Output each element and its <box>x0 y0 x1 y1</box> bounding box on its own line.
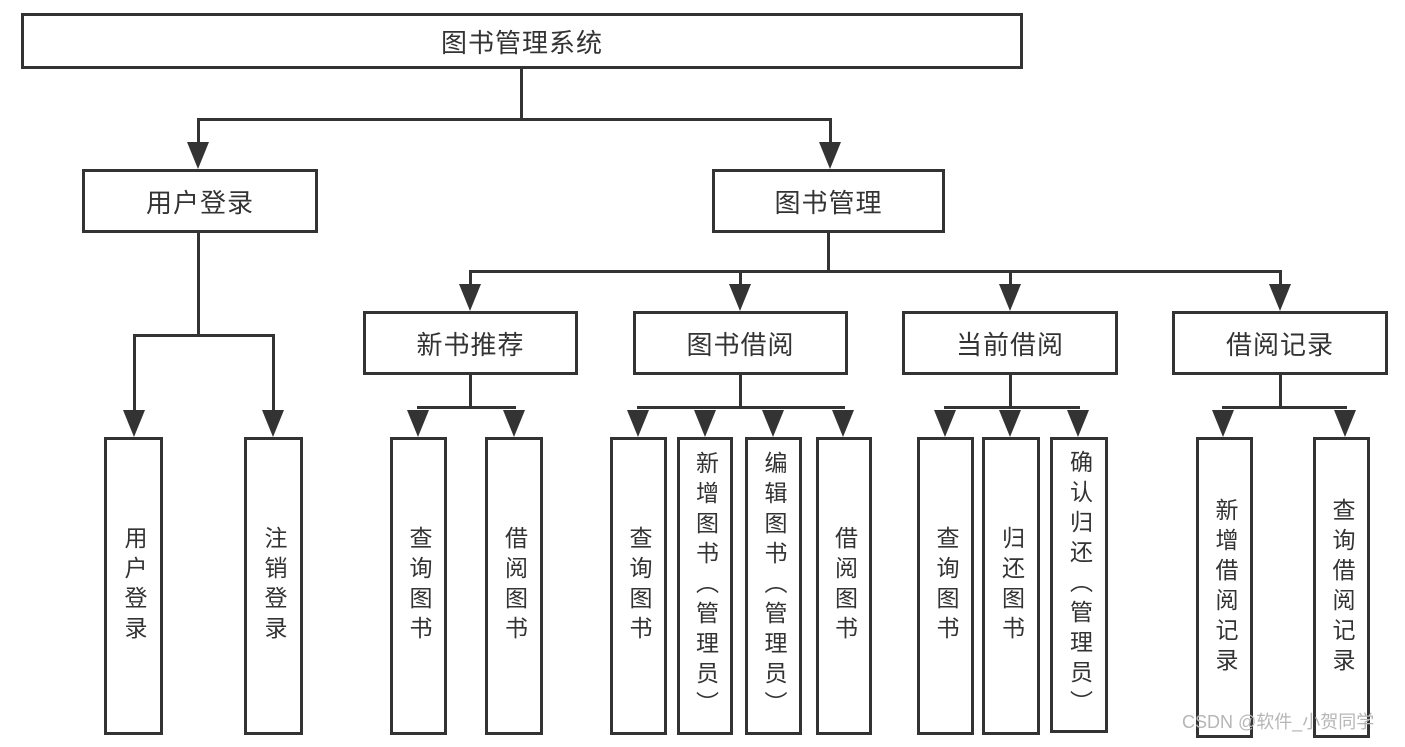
node-bb-borrow-books-label: 借阅图书 <box>831 526 858 646</box>
node-bb-edit-books-label: 编辑图书（管理员） <box>761 451 787 721</box>
node-nbr-query-books: 查询图书 <box>390 437 447 735</box>
connector-stem-login <box>133 334 136 412</box>
node-login-label: 用户登录 <box>121 526 147 646</box>
node-book-borrowing-label: 图书借阅 <box>686 329 795 360</box>
connector-root-branch <box>197 118 831 121</box>
node-book-borrowing: 图书借阅 <box>633 311 848 375</box>
arrowhead-bb-edit <box>762 410 784 437</box>
node-bb-edit-books: 编辑图书（管理员） <box>745 437 802 735</box>
arrowhead-new-book-recommend <box>459 284 481 311</box>
node-borrowing-records: 借阅记录 <box>1172 311 1388 375</box>
node-new-book-recommend: 新书推荐 <box>363 311 578 375</box>
csdn-watermark: CSDN @软件_小贺同学 <box>1182 712 1375 732</box>
node-nbr-borrow-books: 借阅图书 <box>485 437 543 735</box>
node-br-query-record-label: 查询借阅记录 <box>1329 497 1355 678</box>
connector-cb-branch <box>944 406 1080 409</box>
arrowhead-nbr-borrow <box>503 410 525 437</box>
connector-bb-branch <box>637 406 845 409</box>
arrowhead-bb-add <box>694 410 716 437</box>
connector-stem-user-login <box>197 118 200 146</box>
node-cb-return-books-label: 归还图书 <box>998 526 1025 646</box>
connector-user-login-trunk <box>197 233 200 337</box>
connector-stem-current-borrowing <box>1009 270 1012 288</box>
node-book-management: 图书管理 <box>712 169 945 233</box>
connector-bb-trunk <box>739 375 742 409</box>
arrowhead-logout <box>262 410 284 437</box>
connector-br-trunk <box>1279 375 1282 409</box>
node-book-management-label: 图书管理 <box>774 187 883 218</box>
arrowhead-bb-query <box>627 410 649 437</box>
connector-stem-new-book-recommend <box>469 270 472 288</box>
arrowhead-book-management <box>819 142 841 169</box>
node-login: 用户登录 <box>104 437 163 735</box>
node-current-borrowing: 当前借阅 <box>902 311 1118 375</box>
node-bb-query-books: 查询图书 <box>610 437 667 735</box>
connector-root-trunk <box>520 69 523 121</box>
arrowhead-user-login <box>187 142 209 169</box>
node-bb-borrow-books: 借阅图书 <box>816 437 872 735</box>
arrowhead-bb-borrow <box>832 410 854 437</box>
node-user-login: 用户登录 <box>82 169 318 233</box>
arrowhead-cb-query <box>934 410 956 437</box>
connector-nbr-branch <box>417 406 516 409</box>
node-user-login-label: 用户登录 <box>145 187 254 218</box>
node-current-borrowing-label: 当前借阅 <box>955 329 1064 360</box>
node-library-management-system-label: 图书管理系统 <box>440 27 603 58</box>
connector-stem-book-borrowing <box>739 270 742 288</box>
connector-cb-trunk <box>1009 375 1012 409</box>
connector-book-management-branch <box>469 270 1282 273</box>
node-bb-add-books-label: 新增图书（管理员） <box>692 451 719 721</box>
arrowhead-book-borrowing <box>729 284 751 311</box>
connector-user-login-branch <box>133 334 275 337</box>
node-br-add-record-label: 新增借阅记录 <box>1212 497 1238 678</box>
arrowhead-current-borrowing <box>999 284 1021 311</box>
node-bb-query-books-label: 查询图书 <box>626 526 652 646</box>
node-bb-add-books: 新增图书（管理员） <box>677 437 733 735</box>
arrowhead-br-add <box>1212 410 1234 437</box>
node-br-add-record: 新增借阅记录 <box>1196 437 1253 738</box>
node-logout: 注销登录 <box>244 437 303 735</box>
node-nbr-borrow-books-label: 借阅图书 <box>501 526 528 646</box>
connector-book-management-trunk <box>827 233 830 273</box>
node-cb-confirm-return-label: 确认归还（管理员） <box>1066 450 1093 720</box>
node-cb-query-books: 查询图书 <box>917 437 974 735</box>
connector-br-branch <box>1222 406 1347 409</box>
node-logout-label: 注销登录 <box>261 526 287 646</box>
node-cb-query-books-label: 查询图书 <box>933 526 959 646</box>
arrowhead-br-query <box>1334 410 1356 437</box>
connector-stem-logout <box>272 334 275 412</box>
arrowhead-cb-confirm <box>1067 410 1089 437</box>
node-br-query-record: 查询借阅记录 <box>1313 437 1370 738</box>
connector-stem-book-management <box>829 118 832 146</box>
arrowhead-borrowing-records <box>1269 284 1291 311</box>
arrowhead-nbr-query <box>407 410 429 437</box>
node-nbr-query-books-label: 查询图书 <box>406 526 432 646</box>
node-cb-return-books: 归还图书 <box>982 437 1040 735</box>
arrowhead-cb-return <box>999 410 1021 437</box>
node-library-management-system: 图书管理系统 <box>21 13 1023 69</box>
arrowhead-login <box>123 410 145 437</box>
connector-nbr-trunk <box>469 375 472 409</box>
node-new-book-recommend-label: 新书推荐 <box>416 329 525 360</box>
node-borrowing-records-label: 借阅记录 <box>1225 329 1334 360</box>
connector-stem-borrowing-records <box>1279 270 1282 288</box>
node-cb-confirm-return: 确认归还（管理员） <box>1050 437 1108 733</box>
